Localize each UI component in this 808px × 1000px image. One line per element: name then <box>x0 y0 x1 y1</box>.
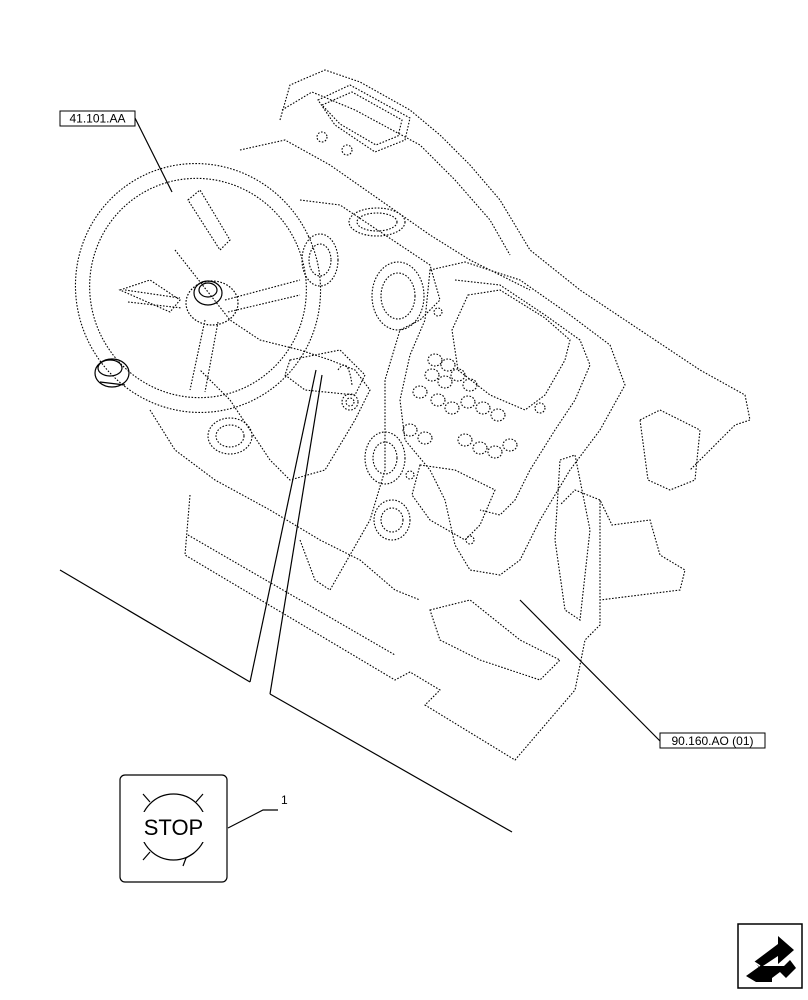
steering-wheel <box>74 162 322 414</box>
callout-steering[interactable]: 41.101.AA <box>59 110 136 127</box>
air-vents <box>207 207 425 541</box>
console-display <box>451 289 571 411</box>
steering-column <box>174 249 371 481</box>
stop-button-detail[interactable]: STOP <box>119 774 228 883</box>
callout-console-label: 90.160.AO (01) <box>671 734 753 748</box>
dashboard-hood <box>279 69 751 471</box>
floor-plate <box>184 489 686 761</box>
item-number: 1 <box>281 793 288 807</box>
rotate-arrow-icon <box>182 852 195 867</box>
callout-console[interactable]: 90.160.AO (01) <box>659 732 766 749</box>
spinner-knob <box>94 358 130 388</box>
steering-hub <box>185 280 239 326</box>
machine-drawing <box>118 69 751 761</box>
next-page-arrow-icon[interactable] <box>737 923 803 989</box>
dash-panel <box>299 199 441 591</box>
lever <box>187 189 231 251</box>
switch-cluster <box>402 307 546 545</box>
leader-lines <box>59 117 661 833</box>
hatch <box>317 84 411 153</box>
right-console <box>399 261 626 576</box>
callout-steering-label: 41.101.AA <box>69 112 125 126</box>
stop-label: STOP <box>144 815 204 840</box>
